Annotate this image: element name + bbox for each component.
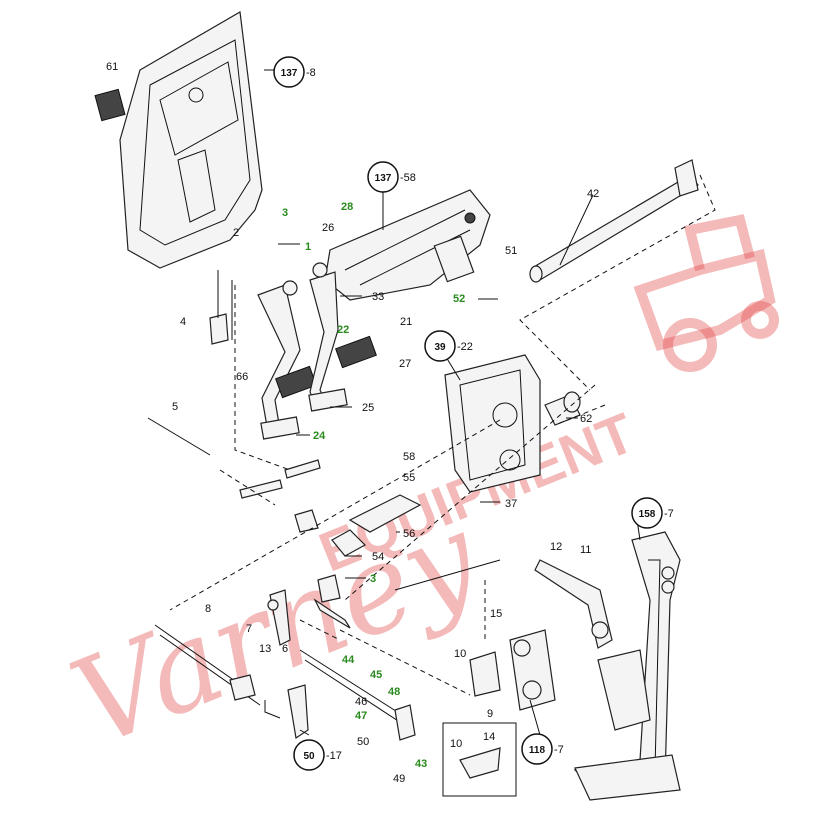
ref-137-58-number: 137: [375, 173, 392, 184]
label-9[interactable]: 9: [487, 708, 493, 720]
label-52[interactable]: 52: [453, 293, 465, 305]
ref-118-7-number: 118: [529, 745, 546, 756]
label-13[interactable]: 13: [259, 643, 271, 655]
inset-box: [442, 722, 517, 797]
label-24[interactable]: 24: [313, 430, 326, 442]
label-55[interactable]: 55: [403, 472, 415, 484]
valve-118: [469, 629, 556, 711]
part-labels: 61 3 2 1 26 28 33 42 51 52 4 22 21 27 66…: [106, 61, 599, 785]
ref-118-7[interactable]: 118 -7: [521, 733, 564, 765]
linkages: [154, 494, 422, 741]
label-8[interactable]: 8: [205, 603, 211, 615]
pedestal-stand: [573, 531, 681, 801]
label-42[interactable]: 42: [587, 188, 599, 200]
label-27[interactable]: 27: [399, 358, 411, 370]
label-51[interactable]: 51: [505, 245, 517, 257]
label-46[interactable]: 46: [355, 696, 367, 708]
label-43[interactable]: 43: [415, 758, 427, 770]
label-28[interactable]: 28: [341, 201, 353, 213]
pedal-shaft-assembly: [324, 189, 491, 301]
label-61[interactable]: 61: [106, 61, 118, 73]
cab-front-panel: [94, 11, 263, 269]
label-37[interactable]: 37: [505, 498, 517, 510]
tractor-logo-icon: [633, 214, 779, 372]
shaft-42: [529, 159, 699, 283]
cylinder-rods: [147, 270, 321, 499]
ref-137-8-suffix: -8: [306, 67, 316, 79]
label-15[interactable]: 15: [490, 608, 502, 620]
ref-50-17[interactable]: 50 -17: [293, 739, 342, 771]
label-49[interactable]: 49: [393, 773, 405, 785]
ref-50-17-number: 50: [303, 751, 315, 762]
label-48[interactable]: 48: [388, 686, 400, 698]
label-3-mid[interactable]: 3: [370, 573, 376, 585]
label-45[interactable]: 45: [370, 669, 382, 681]
ref-158-7-number: 158: [639, 509, 656, 520]
label-2[interactable]: 2: [233, 227, 239, 239]
label-21[interactable]: 21: [400, 316, 412, 328]
label-47[interactable]: 47: [355, 710, 367, 722]
label-4[interactable]: 4: [180, 316, 186, 328]
label-1[interactable]: 1: [305, 241, 311, 253]
label-5[interactable]: 5: [172, 401, 178, 413]
ref-158-7-suffix: -7: [664, 508, 674, 520]
label-33[interactable]: 33: [372, 291, 384, 303]
label-66[interactable]: 66: [236, 371, 248, 383]
ref-50-17-suffix: -17: [326, 750, 342, 762]
label-11[interactable]: 11: [580, 544, 591, 556]
ref-137-8-number: 137: [281, 68, 298, 79]
label-12[interactable]: 12: [550, 541, 562, 553]
label-56[interactable]: 56: [403, 528, 415, 540]
label-62[interactable]: 62: [580, 413, 592, 425]
ref-118-7-suffix: -7: [554, 744, 564, 756]
label-58[interactable]: 58: [403, 451, 415, 463]
label-22[interactable]: 22: [337, 324, 349, 336]
label-54[interactable]: 54: [372, 551, 384, 563]
ref-158-7[interactable]: 158 -7: [631, 497, 674, 529]
label-14[interactable]: 14: [483, 731, 495, 743]
ref-137-8[interactable]: 137 -8: [273, 56, 316, 88]
label-3-top[interactable]: 3: [282, 207, 288, 219]
label-6[interactable]: 6: [282, 643, 288, 655]
label-44[interactable]: 44: [342, 654, 355, 666]
label-10[interactable]: 10: [454, 648, 466, 660]
ref-39-22-number: 39: [434, 342, 446, 353]
hand-lever: [534, 559, 613, 649]
ref-39-22[interactable]: 39 -22: [424, 330, 473, 362]
label-50[interactable]: 50: [357, 736, 369, 748]
pedals: [257, 262, 377, 440]
label-25[interactable]: 25: [362, 402, 374, 414]
label-10-inset[interactable]: 10: [450, 738, 462, 750]
label-7[interactable]: 7: [246, 623, 252, 635]
ref-39-22-suffix: -22: [457, 341, 473, 353]
label-26[interactable]: 26: [322, 222, 334, 234]
ref-137-58-suffix: -58: [400, 172, 416, 184]
guide-lines: [169, 174, 716, 719]
ref-137-58[interactable]: 137 -58: [367, 161, 416, 193]
